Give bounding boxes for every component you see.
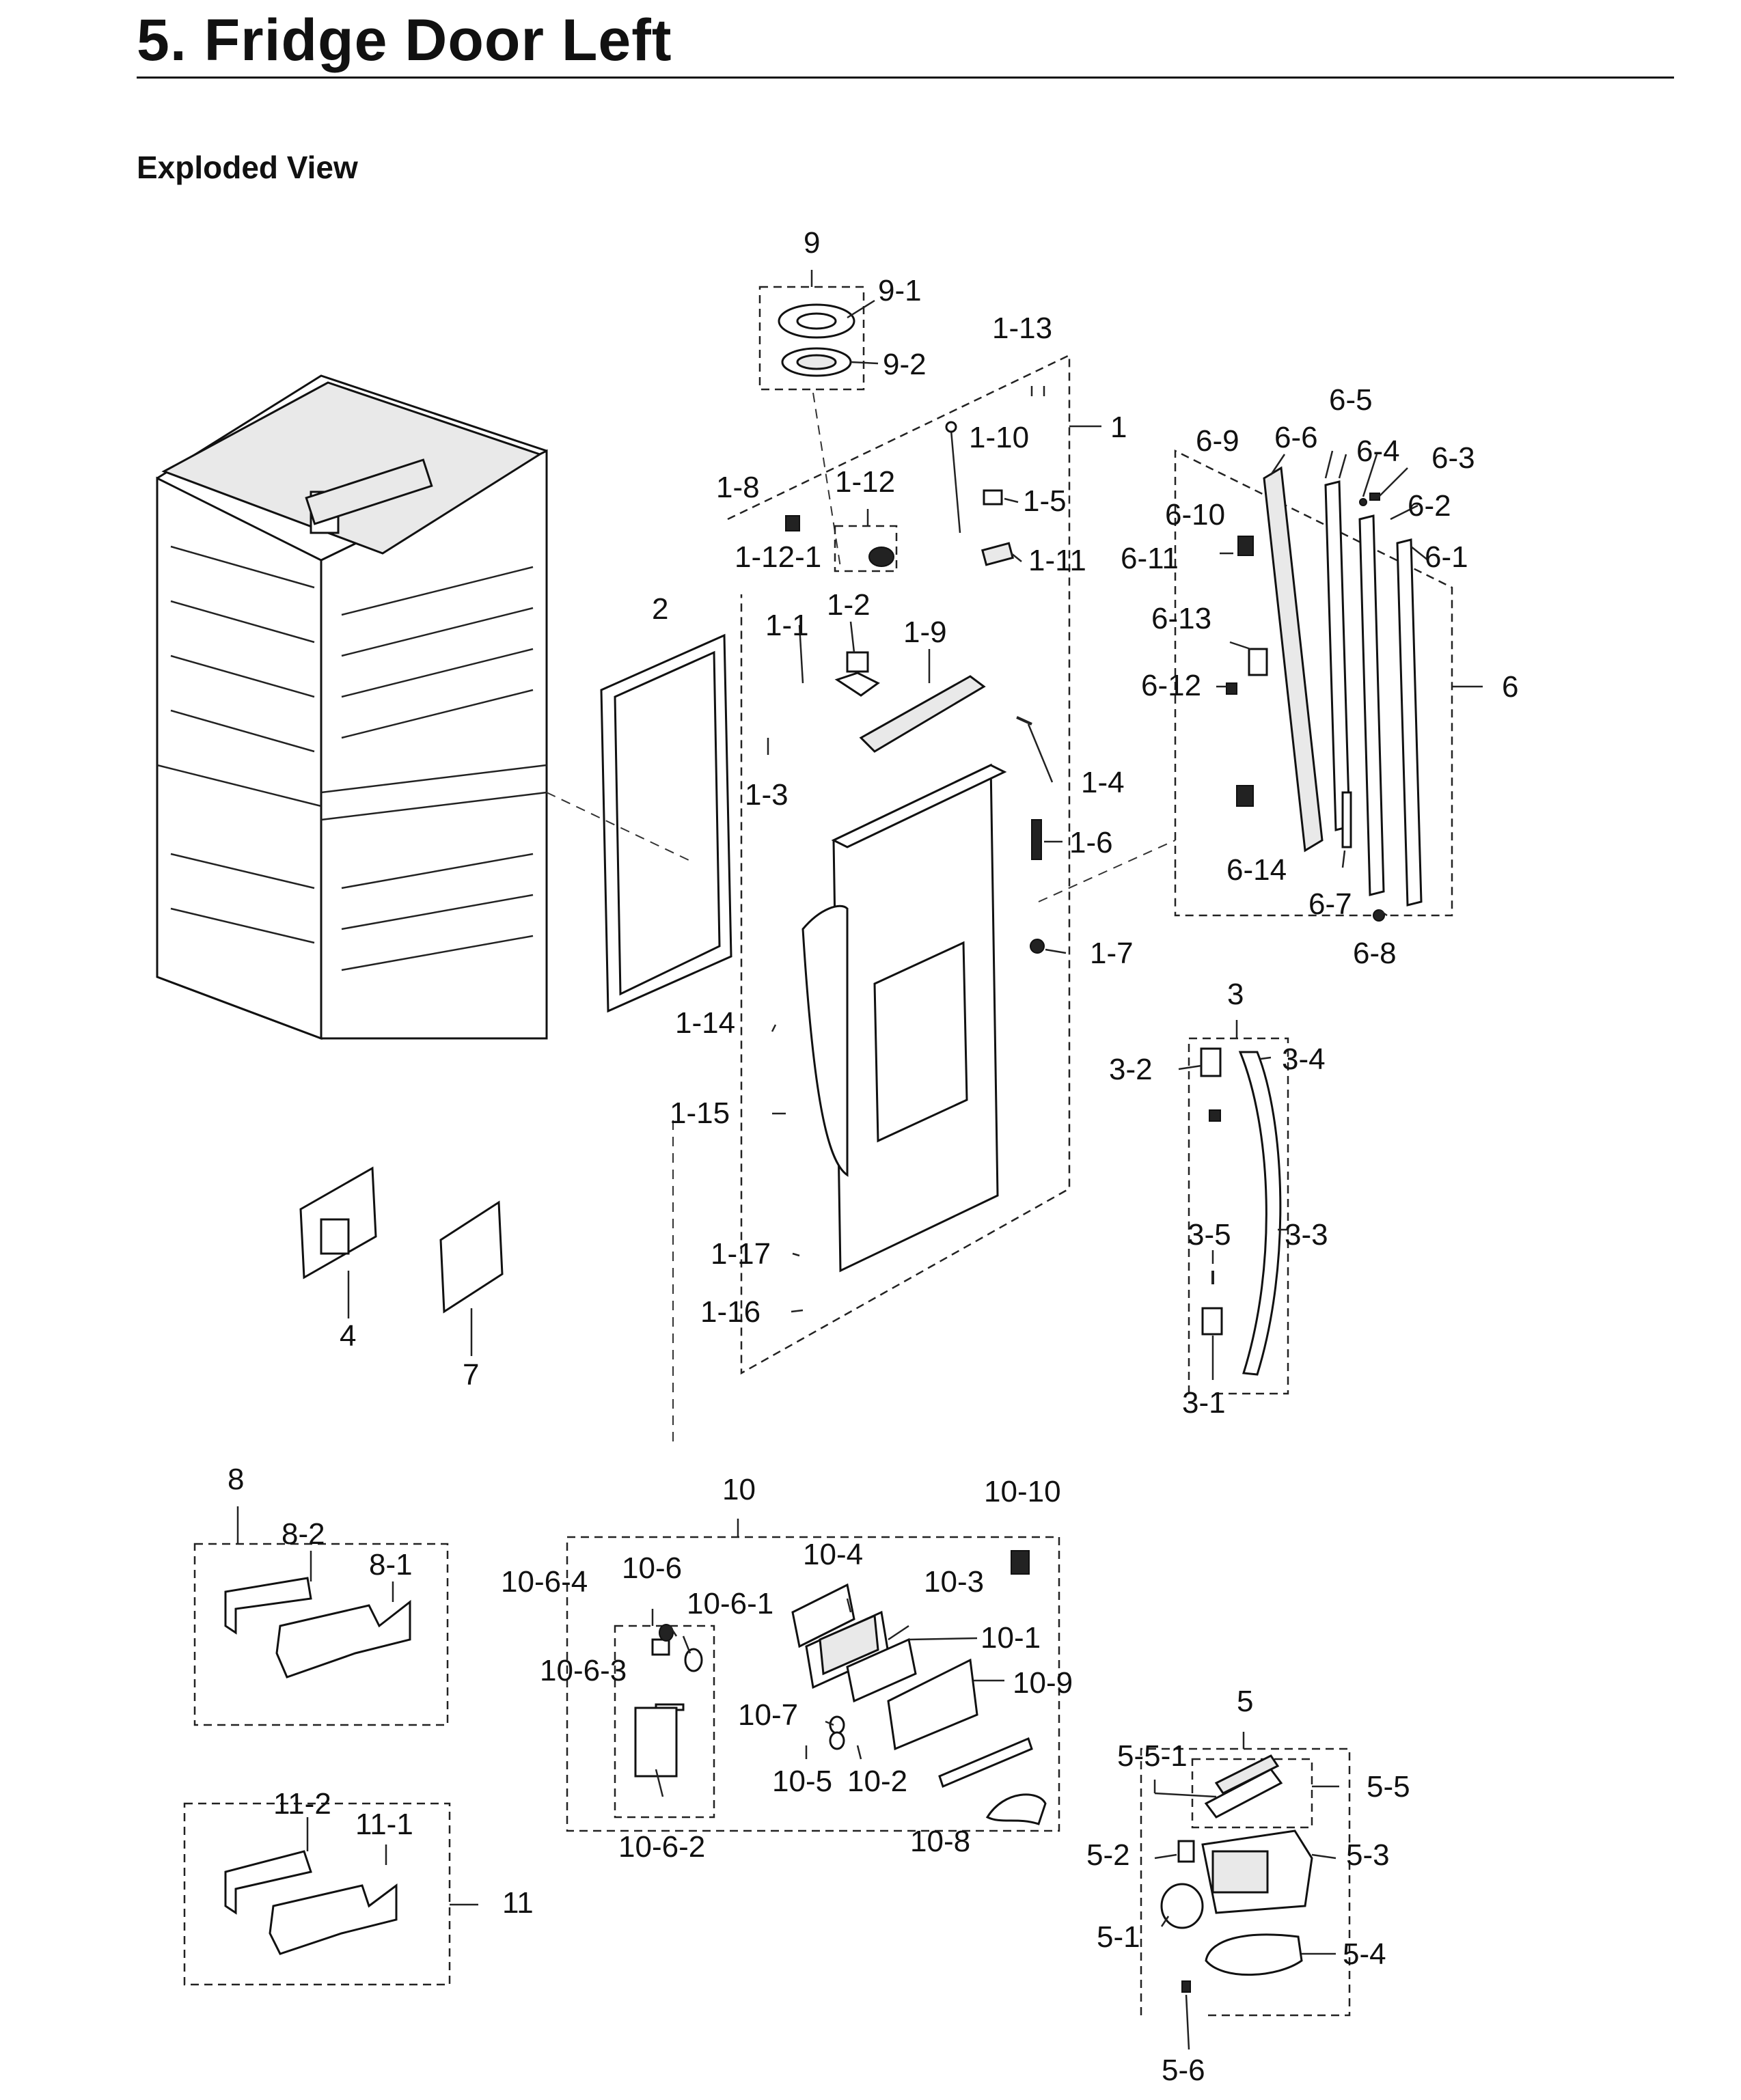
section-subtitle: Exploded View xyxy=(137,150,358,185)
label-10: 10 xyxy=(722,1473,756,1506)
label-5-5-1: 5-5-1 xyxy=(1117,1739,1188,1773)
label-10-1: 10-1 xyxy=(981,1621,1041,1655)
part-2-gasket xyxy=(546,633,732,1013)
label-10-10: 10-10 xyxy=(984,1475,1061,1508)
label-3-2: 3-2 xyxy=(1109,1053,1153,1086)
label-6-1: 6-1 xyxy=(1425,540,1468,574)
label-10-3: 10-3 xyxy=(924,1565,984,1599)
fridge-cabinet xyxy=(156,374,548,1040)
label-10-6-4: 10-6-4 xyxy=(501,1565,588,1599)
label-3-5: 3-5 xyxy=(1188,1218,1231,1252)
label-1-1: 1-1 xyxy=(765,609,809,642)
label-1-9: 1-9 xyxy=(903,616,947,649)
page-title: 5. Fridge Door Left xyxy=(137,8,672,73)
label-5-1: 5-1 xyxy=(1097,1920,1140,1954)
label-10-9: 10-9 xyxy=(1013,1666,1073,1700)
label-4: 4 xyxy=(340,1319,356,1353)
label-8-2: 8-2 xyxy=(282,1517,325,1551)
group-5-icemaker xyxy=(1140,1732,1351,2050)
label-1: 1 xyxy=(1110,411,1127,444)
label-1-7: 1-7 xyxy=(1090,937,1134,970)
title-rule xyxy=(137,77,1674,79)
part-4 xyxy=(299,1166,377,1318)
label-1-12-1: 1-12-1 xyxy=(735,540,821,574)
label-1-3: 1-3 xyxy=(745,778,789,812)
label-10-6: 10-6 xyxy=(622,1551,682,1585)
label-11-2: 11-2 xyxy=(273,1787,331,1821)
group-1-door xyxy=(672,354,1101,1448)
label-6-3: 6-3 xyxy=(1431,441,1475,475)
callout-labels: 9 9-1 9-2 1-13 1 1-10 1-8 1-12 1-5 1-12-… xyxy=(228,226,1518,2087)
group-3-handle xyxy=(1178,1020,1289,1395)
label-1-14: 1-14 xyxy=(675,1006,735,1040)
label-2: 2 xyxy=(652,592,668,626)
label-10-2: 10-2 xyxy=(847,1765,907,1798)
label-6-9: 6-9 xyxy=(1196,424,1239,458)
label-1-8: 1-8 xyxy=(716,471,760,504)
label-1-5: 1-5 xyxy=(1023,484,1067,518)
group-10-dispenser xyxy=(566,1519,1060,1832)
label-5-6: 5-6 xyxy=(1162,2054,1205,2087)
label-6-13: 6-13 xyxy=(1151,602,1211,635)
label-6-6: 6-6 xyxy=(1274,421,1318,454)
label-6-4: 6-4 xyxy=(1356,434,1400,468)
label-5-5: 5-5 xyxy=(1367,1770,1410,1804)
label-1-10: 1-10 xyxy=(969,421,1029,454)
label-6-12: 6-12 xyxy=(1141,669,1201,702)
part-7 xyxy=(439,1200,504,1356)
label-9-1: 9-1 xyxy=(878,274,922,307)
label-6-2: 6-2 xyxy=(1408,489,1451,523)
label-10-6-1: 10-6-1 xyxy=(687,1587,773,1620)
label-1-12: 1-12 xyxy=(835,465,895,499)
cabinet-shelf-lines xyxy=(170,545,534,971)
label-3-1: 3-1 xyxy=(1182,1386,1226,1420)
label-10-8: 10-8 xyxy=(910,1825,970,1858)
label-5-2: 5-2 xyxy=(1086,1838,1130,1872)
label-1-6: 1-6 xyxy=(1069,826,1113,859)
label-6-10: 6-10 xyxy=(1165,498,1225,531)
label-3-3: 3-3 xyxy=(1285,1218,1328,1252)
label-5-3: 5-3 xyxy=(1346,1838,1390,1872)
label-9-2: 9-2 xyxy=(883,348,927,381)
label-6-8: 6-8 xyxy=(1353,937,1397,970)
label-11: 11 xyxy=(502,1886,534,1920)
group-9 xyxy=(758,270,879,568)
label-11-1: 11-1 xyxy=(355,1808,413,1841)
label-10-6-2: 10-6-2 xyxy=(618,1830,705,1864)
label-1-2: 1-2 xyxy=(827,588,870,622)
group-11 xyxy=(183,1802,478,1986)
label-1-4: 1-4 xyxy=(1081,766,1125,799)
label-1-15: 1-15 xyxy=(670,1096,730,1130)
label-8: 8 xyxy=(228,1463,244,1496)
label-10-6-3: 10-6-3 xyxy=(540,1654,627,1687)
label-1-11: 1-11 xyxy=(1028,544,1086,577)
label-5: 5 xyxy=(1237,1685,1253,1718)
label-8-1: 8-1 xyxy=(369,1548,413,1581)
label-7: 7 xyxy=(463,1358,479,1392)
label-5-4: 5-4 xyxy=(1343,1937,1386,1971)
label-10-7: 10-7 xyxy=(738,1698,798,1732)
label-6-5: 6-5 xyxy=(1329,383,1373,417)
label-3: 3 xyxy=(1227,978,1244,1011)
label-10-4: 10-4 xyxy=(803,1538,863,1571)
label-3-4: 3-4 xyxy=(1282,1042,1326,1076)
group-8 xyxy=(193,1506,449,1726)
label-10-5: 10-5 xyxy=(772,1765,832,1798)
label-6-14: 6-14 xyxy=(1226,853,1287,887)
label-6-7: 6-7 xyxy=(1308,887,1352,921)
group-6-trim xyxy=(1038,449,1483,922)
label-9: 9 xyxy=(804,226,820,260)
label-1-16: 1-16 xyxy=(700,1295,760,1329)
label-1-13: 1-13 xyxy=(992,312,1052,345)
label-6: 6 xyxy=(1502,670,1518,704)
label-6-11: 6-11 xyxy=(1121,542,1179,575)
label-1-17: 1-17 xyxy=(711,1237,771,1271)
